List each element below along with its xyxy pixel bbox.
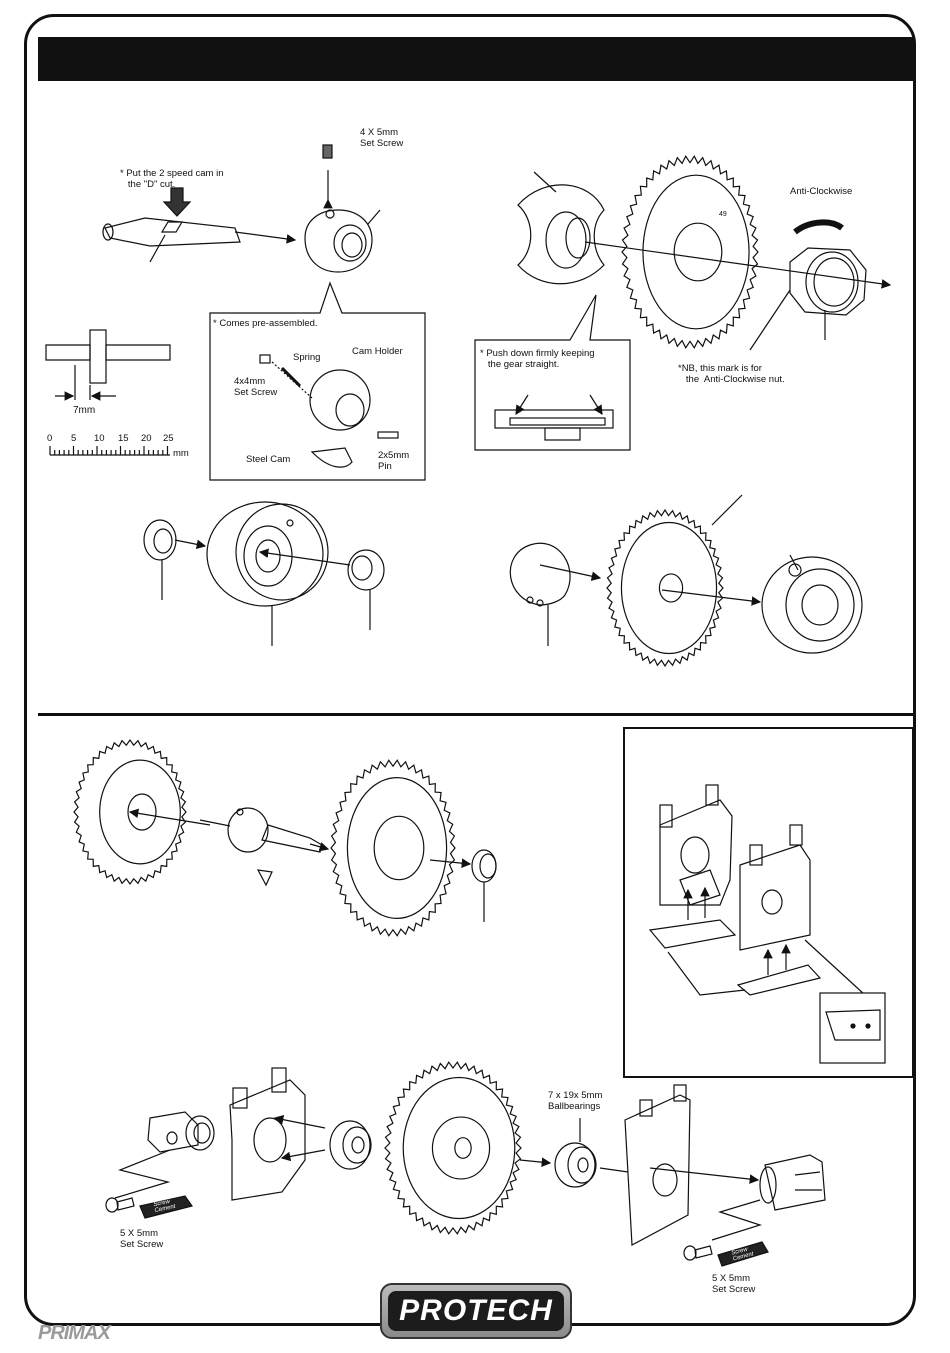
spur-gear-large	[621, 155, 759, 349]
slipper-drum	[206, 501, 351, 646]
ballbearings-label: 7 x 19x 5mm Ballbearings	[548, 1090, 603, 1112]
preassembled-label: * Comes pre-assembled.	[213, 318, 318, 329]
bearing-left	[143, 519, 207, 600]
ballbearing-7x19	[519, 1118, 629, 1188]
scale-num-0: 0	[47, 433, 53, 444]
retaining-ring	[509, 542, 602, 646]
set-screw-4x4-label: 4x4mm Set Screw	[234, 376, 278, 398]
inset-box	[623, 727, 914, 1078]
scale-num-5: 5	[71, 433, 77, 444]
measure-label: 7mm	[73, 405, 96, 416]
push-note-label: * Push down firmly keeping the gear stra…	[480, 348, 595, 370]
title-bar	[38, 37, 915, 81]
mm-scale	[49, 446, 170, 456]
logo-text: PROTECH	[399, 1294, 553, 1327]
scale-unit: mm	[173, 448, 189, 459]
shaft-with-cam	[128, 807, 330, 887]
protech-logo: PROTECH	[380, 1283, 572, 1339]
section-divider	[38, 713, 915, 716]
set-screw-right-label: 5 X 5mm Set Screw	[712, 1273, 756, 1295]
bearing-center	[329, 1120, 372, 1170]
cam-push-arrow	[162, 187, 192, 217]
set-screw-top-label: 4 X 5mm Set Screw	[360, 127, 404, 149]
cam-holder-assembly	[304, 144, 381, 273]
clutch-drum	[761, 554, 863, 654]
steel-cam-label: Steel Cam	[246, 454, 291, 465]
pin-label: 2x5mm Pin	[378, 450, 410, 472]
screw-cement-left	[139, 1195, 193, 1219]
anti-clockwise-label: Anti-Clockwise	[790, 186, 853, 197]
gear-mark-label: 49	[719, 211, 727, 218]
set-screw-left	[105, 1197, 135, 1213]
slipper-hub	[517, 171, 605, 285]
spur-gear-slotted	[606, 508, 724, 668]
primax-logo: PRIMAX	[38, 1322, 111, 1344]
set-screw-left-label: 5 X 5mm Set Screw	[120, 1228, 164, 1250]
bearing-holder-left	[648, 784, 737, 949]
bearing-holder-right	[736, 824, 822, 996]
push-down-callout	[474, 294, 631, 451]
preassembled-callout	[209, 281, 426, 481]
gear-assembly-right	[330, 759, 456, 937]
spring-label: Spring	[293, 352, 321, 363]
two-speed-shaft	[102, 217, 297, 263]
nb-note-label: *NB, this mark is for the Anti-Clockwise…	[678, 363, 785, 385]
scale-num-15: 15	[118, 433, 129, 444]
gear-stack-final	[384, 1061, 522, 1235]
gear-assembly-left	[73, 738, 187, 886]
bearing-right	[347, 549, 385, 630]
bearing-holder-assembly	[229, 1067, 326, 1201]
drive-cup-left	[114, 1111, 215, 1199]
scale-num-25: 25	[163, 433, 174, 444]
small-bushing	[429, 849, 497, 922]
shaft-measure	[45, 329, 171, 401]
cam-holder-label: Cam Holder	[352, 346, 403, 357]
drive-cup-right	[711, 1154, 826, 1241]
set-screw-right	[683, 1245, 713, 1261]
scale-num-20: 20	[141, 433, 152, 444]
holder-detail	[819, 992, 886, 1064]
screw-cement-right	[717, 1241, 769, 1267]
cam-note-label: * Put the 2 speed cam in the "D" cut.	[120, 168, 224, 190]
anti-clockwise-nut	[789, 219, 867, 340]
bearing-holder-plate	[624, 1084, 760, 1246]
scale-num-10: 10	[94, 433, 105, 444]
